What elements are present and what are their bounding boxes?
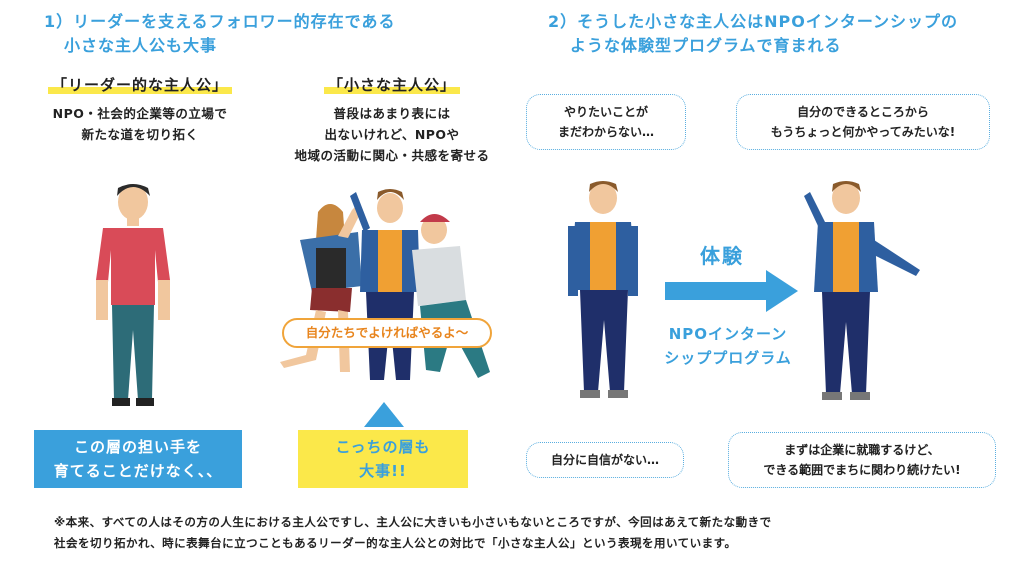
section1-title-line2: 小さな主人公も大事 [64,36,218,55]
box-this-layer-line1: こっちの層も [335,438,431,456]
intern-after-figure [804,181,920,400]
bubble-try-more: 自分のできるところから もうちょっと何かやってみたいな! [736,94,990,150]
small-desc-line3: 地域の活動に関心・共感を寄せる [294,148,490,163]
bubble-unsure: やりたいことが まだわからない… [526,94,686,150]
intern-before-figure [568,181,638,398]
section2-title: 2）そうした小さな主人公はNPOインターンシップの ような体験型プログラムで育ま… [548,10,958,58]
leader-desc-line2: 新たな道を切り拓く [81,127,199,142]
small-label-wrap: 「小さな主人公」 [272,74,512,95]
bubble-keep-involved-line2: できる範囲でまちに関わり続けたい! [763,463,961,477]
section1-title: 1）リーダーを支えるフォロワー的存在である 小さな主人公も大事 [44,10,396,58]
bubble-try-more-line2: もうちょっと何かやってみたいな! [770,125,956,139]
small-description: 普段はあまり表には 出ないけれど、NPOや 地域の活動に関心・共感を寄せる [262,103,522,166]
box-cultivate-line1: この層の担い手を [73,438,202,456]
leader-label: 「リーダー的な主人公」 [47,76,232,94]
program-label: NPOインターン シッププログラム [648,322,808,370]
leader-description: NPO・社会的企業等の立場で 新たな道を切り拓く [20,103,260,145]
bubble-unsure-line1: やりたいことが [563,105,648,119]
small-heroes-callout: 自分たちでよければやるよ〜 [282,318,492,348]
program-label-line2: シッププログラム [664,349,792,367]
small-hero-label: 「小さな主人公」 [323,76,460,94]
leader-desc-line1: NPO・社会的企業等の立場で [52,106,228,121]
footnote: ※本来、すべての人はその方の人生における主人公ですし、主人公に大きいも小さいもな… [54,512,1014,554]
small-desc-line1: 普段はあまり表には [333,106,451,121]
bubble-unsure-line2: まだわからない… [557,125,654,139]
small-desc-line2: 出ないけれど、NPOや [324,127,460,142]
leader-figure [96,184,170,406]
bubble-keep-involved: まずは企業に就職するけど、 できる範囲でまちに関わり続けたい! [728,432,996,488]
box-cultivate-line2: 育てることだけなく、、 [53,462,223,480]
box-cultivate: この層の担い手を 育てることだけなく、、 [34,430,242,488]
section2-title-line2: ような体験型プログラムで育まれる [570,36,842,55]
box-this-layer: こっちの層も 大事!! [298,430,468,488]
bubble-no-confidence: 自分に自信がない… [526,442,684,478]
experience-label: 体験 [700,244,744,268]
experience-arrow [665,270,798,312]
section2-title-line1: 2）そうした小さな主人公はNPOインターンシップの [548,12,959,31]
footnote-line1: ※本来、すべての人はその方の人生における主人公ですし、主人公に大きいも小さいもな… [54,515,772,529]
footnote-line2: 社会を切り拓かれ、時に表舞台に立つこともあるリーダー的な主人公との対比で「小さな… [54,536,737,550]
bubble-try-more-line1: 自分のできるところから [797,105,929,119]
bubble-keep-involved-line1: まずは企業に就職するけど、 [784,443,940,457]
box-this-layer-line2: 大事!! [359,462,407,480]
section1-title-line1: 1）リーダーを支えるフォロワー的存在である [44,12,396,31]
program-label-line1: NPOインターン [668,325,788,343]
leader-label-wrap: 「リーダー的な主人公」 [30,74,250,95]
up-triangle [364,402,404,427]
small-heroes-group [280,189,490,380]
